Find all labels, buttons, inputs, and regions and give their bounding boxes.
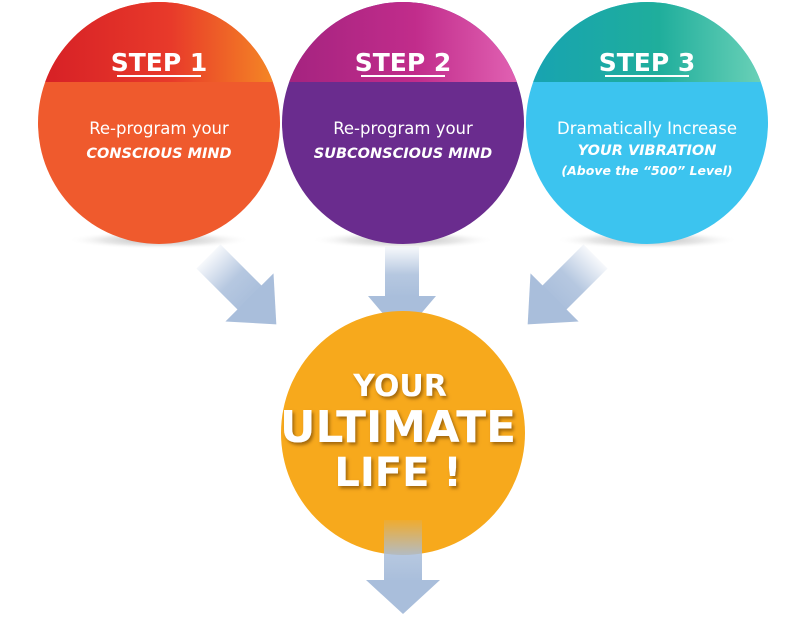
result-line1: YOUR xyxy=(352,369,447,404)
step-3-line1: Dramatically Increase xyxy=(557,119,737,138)
step-2-label: STEP 2 xyxy=(355,48,452,77)
step-3-circle: STEP 3 Dramatically Increase YOUR VIBRAT… xyxy=(526,2,768,244)
result-line3: LIFE ! xyxy=(334,450,461,496)
step-2-circle: STEP 2 Re-program your SUBCONSCIOUS MIND xyxy=(282,2,524,244)
step-3-label: STEP 3 xyxy=(599,48,696,77)
arrow-from-step-3 xyxy=(527,244,608,325)
result-line2: ULTIMATE xyxy=(280,402,516,453)
step-1-label: STEP 1 xyxy=(111,48,208,77)
step-3-line2: YOUR VIBRATION xyxy=(578,143,717,159)
step-1-line2: CONSCIOUS MIND xyxy=(86,146,231,162)
step-1-line1: Re-program your xyxy=(89,119,229,138)
step-1-circle: STEP 1 Re-program your CONSCIOUS MIND xyxy=(38,2,280,244)
arrow-from-step-1 xyxy=(196,244,277,325)
arrow-down-out xyxy=(366,520,440,614)
result-circle: YOUR ULTIMATE LIFE ! xyxy=(280,311,525,555)
step-2-line1: Re-program your xyxy=(333,119,473,138)
step-2-line2: SUBCONSCIOUS MIND xyxy=(314,146,492,162)
step-3-line3: (Above the “500” Level) xyxy=(561,163,732,178)
